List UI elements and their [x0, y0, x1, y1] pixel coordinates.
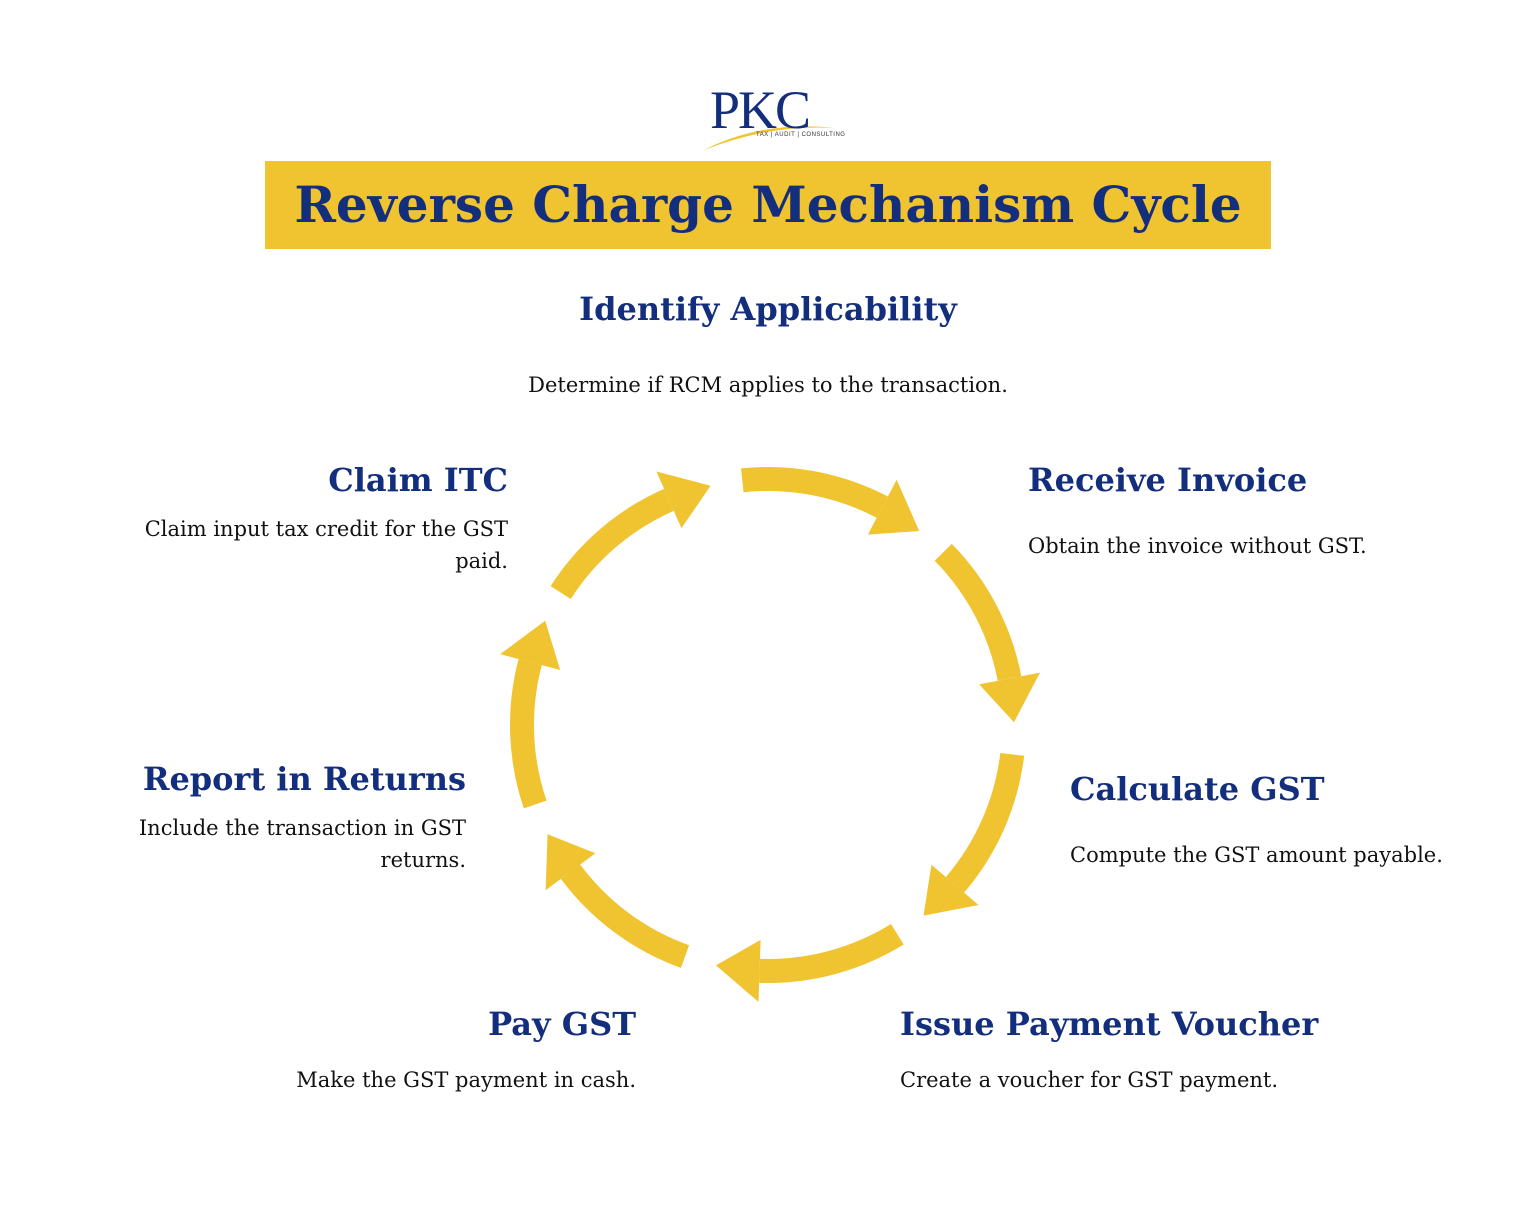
cycle-arrow-body-1 [741, 467, 888, 518]
cycle-arrowhead-icon-6 [500, 620, 561, 670]
step-report-returns-desc: Include the transaction in GST returns. [138, 816, 466, 872]
step-pay-gst-title: Pay GST [488, 1005, 636, 1043]
step-report-returns-title: Report in Returns [142, 760, 466, 798]
cycle-arrow-body-3 [945, 752, 1025, 893]
step-receive-invoice-desc: Obtain the invoice without GST. [1028, 534, 1367, 558]
cycle-arrow-body-6 [509, 658, 547, 809]
logo-tagline: TAX | AUDIT | CONSULTING [756, 132, 846, 138]
cycle-arrowhead-icon-4 [715, 939, 761, 1002]
logo-text: PKC [710, 80, 811, 140]
step-issue-voucher-desc: Create a voucher for GST payment. [900, 1068, 1279, 1092]
step-identify-desc: Determine if RCM applies to the transact… [528, 373, 1008, 397]
cycle-arrowhead-icon-3 [923, 864, 979, 916]
cycle-arrowhead-icon-7 [656, 471, 711, 529]
cycle-arrowhead-icon-1 [867, 479, 920, 535]
cycle-arrow-body-7 [550, 488, 674, 600]
cycle-arrow-body-4 [759, 924, 904, 983]
pkc-logo: PKC TAX | AUDIT | CONSULTING [690, 80, 850, 160]
step-claim-itc-title: Claim ITC [328, 461, 508, 499]
step-calculate-gst-title: Calculate GST [1070, 770, 1325, 808]
cycle-arrowhead-icon-5 [545, 834, 596, 891]
step-identify-title: Identify Applicability [579, 290, 957, 328]
page-title: Reverse Charge Mechanism Cycle [294, 175, 1242, 234]
logo-swoosh-icon [700, 126, 835, 152]
cycle-arrowhead-icon-2 [979, 672, 1041, 723]
title-banner: Reverse Charge Mechanism Cycle [265, 161, 1271, 249]
step-pay-gst-desc: Make the GST payment in cash. [296, 1068, 636, 1092]
cycle-arrow-body-2 [934, 543, 1022, 681]
cycle-arrow-body-5 [560, 864, 690, 968]
step-calculate-gst-desc: Compute the GST amount payable. [1070, 843, 1443, 867]
step-claim-itc-desc: Claim input tax credit for the GST paid. [144, 517, 508, 573]
step-receive-invoice-title: Receive Invoice [1028, 461, 1308, 499]
step-issue-voucher-title: Issue Payment Voucher [900, 1005, 1319, 1043]
